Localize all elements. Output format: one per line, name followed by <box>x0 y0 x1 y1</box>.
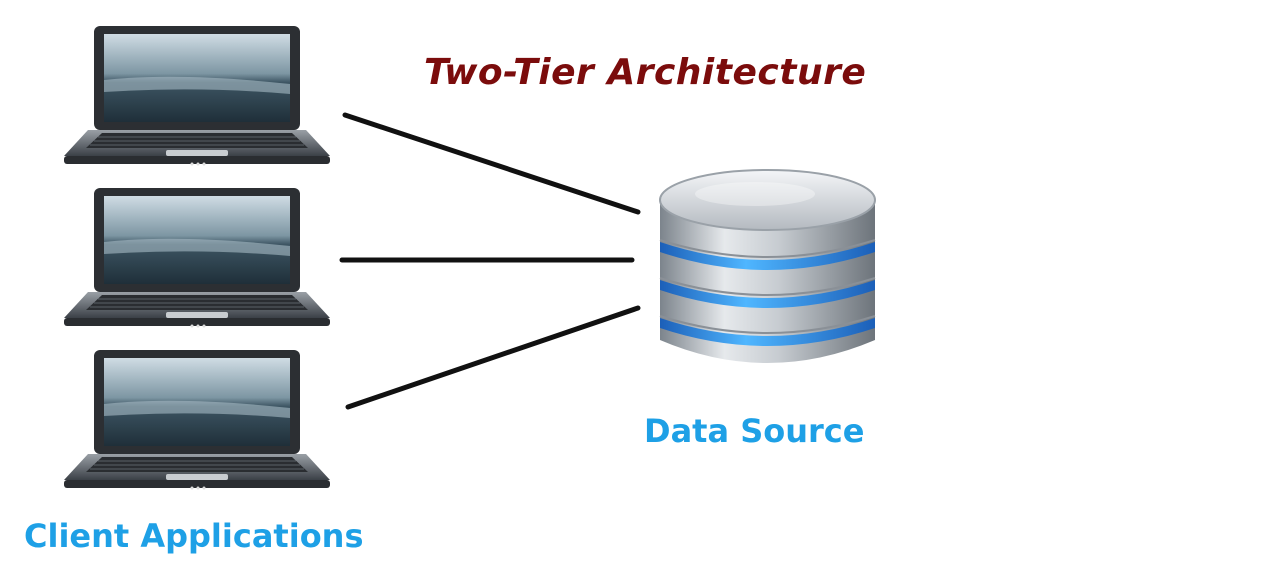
client-laptop-1 <box>58 22 338 172</box>
client-applications-label: Client Applications <box>24 517 364 555</box>
connector-line-1 <box>342 112 641 215</box>
laptop-icon <box>64 188 330 328</box>
laptop-icon <box>64 350 330 490</box>
data-source-label: Data Source <box>644 412 865 450</box>
laptop-icon <box>64 26 330 166</box>
client-laptop-3 <box>58 346 338 496</box>
database-icon <box>645 160 890 380</box>
diagram-title: Two-Tier Architecture <box>424 52 867 93</box>
client-laptop-2 <box>58 184 338 334</box>
connector-line-3 <box>345 305 641 410</box>
